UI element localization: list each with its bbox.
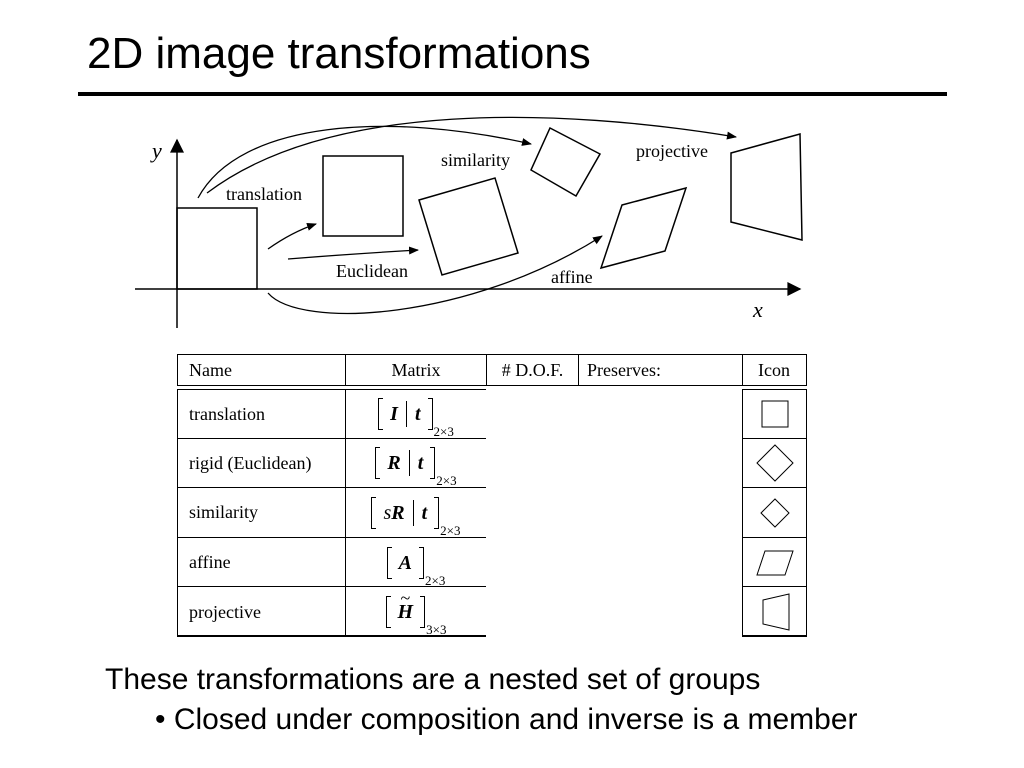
bullet-main: These transformations are a nested set o… [105,663,761,696]
row-icon [742,587,807,637]
matrix-size: 2×3 [436,473,457,489]
title-divider [78,92,947,96]
matrix-size: 2×3 [425,572,446,588]
table-row: projective H 3×3 [177,587,807,637]
euclidean-shape [418,177,519,276]
row-name: affine [177,537,345,588]
matrix-size: 2×3 [440,522,461,538]
euclidean-arrow [287,246,419,260]
projective-label: projective [636,141,708,161]
projective-shape [730,133,803,241]
rotated-square-icon [755,444,794,483]
bullet-list: These transformations are a nested set o… [105,660,858,740]
translation-arrow [267,223,317,250]
translated-square [322,155,404,237]
row-icon [742,438,807,489]
square-icon [761,400,788,428]
translation-label: translation [226,184,302,204]
table-row: affine A 2×3 [177,537,807,588]
matrix-size: 2×3 [433,424,454,440]
similarity-arrow [197,125,532,199]
affine-arrow [267,235,603,315]
row-name: rigid (Euclidean) [177,438,345,489]
row-matrix: H 3×3 [345,587,486,637]
projective-arrow [206,116,737,194]
row-name: similarity [177,488,345,538]
slide-title: 2D image transformations [87,29,591,78]
affine-label: affine [551,267,593,287]
header-preserves: Preserves: [579,355,743,385]
row-icon [742,488,807,538]
row-icon [742,389,807,439]
small-rotated-square-icon [759,498,790,528]
matrix-size: 3×3 [426,622,447,638]
x-axis-label: x [752,297,763,322]
row-matrix: A 2×3 [345,537,486,588]
euclidean-label: Euclidean [336,261,408,281]
header-matrix: Matrix [346,355,487,385]
table-header: Name Matrix # D.O.F. Preserves: Icon [177,354,807,386]
header-icon: Icon [758,359,790,380]
row-name: projective [177,587,345,637]
parallelogram-icon [755,550,794,576]
row-name: translation [177,389,345,439]
header-dof: # D.O.F. [487,355,579,385]
row-icon [742,537,807,588]
similarity-label: similarity [441,150,510,170]
header-name: Name [178,355,346,385]
affine-shape [599,186,688,270]
original-square [176,207,258,290]
similarity-shape [530,126,602,198]
y-axis-label: y [150,138,162,163]
bullet-sub: • Closed under composition and inverse i… [155,703,858,736]
trapezoid-icon [762,593,789,631]
